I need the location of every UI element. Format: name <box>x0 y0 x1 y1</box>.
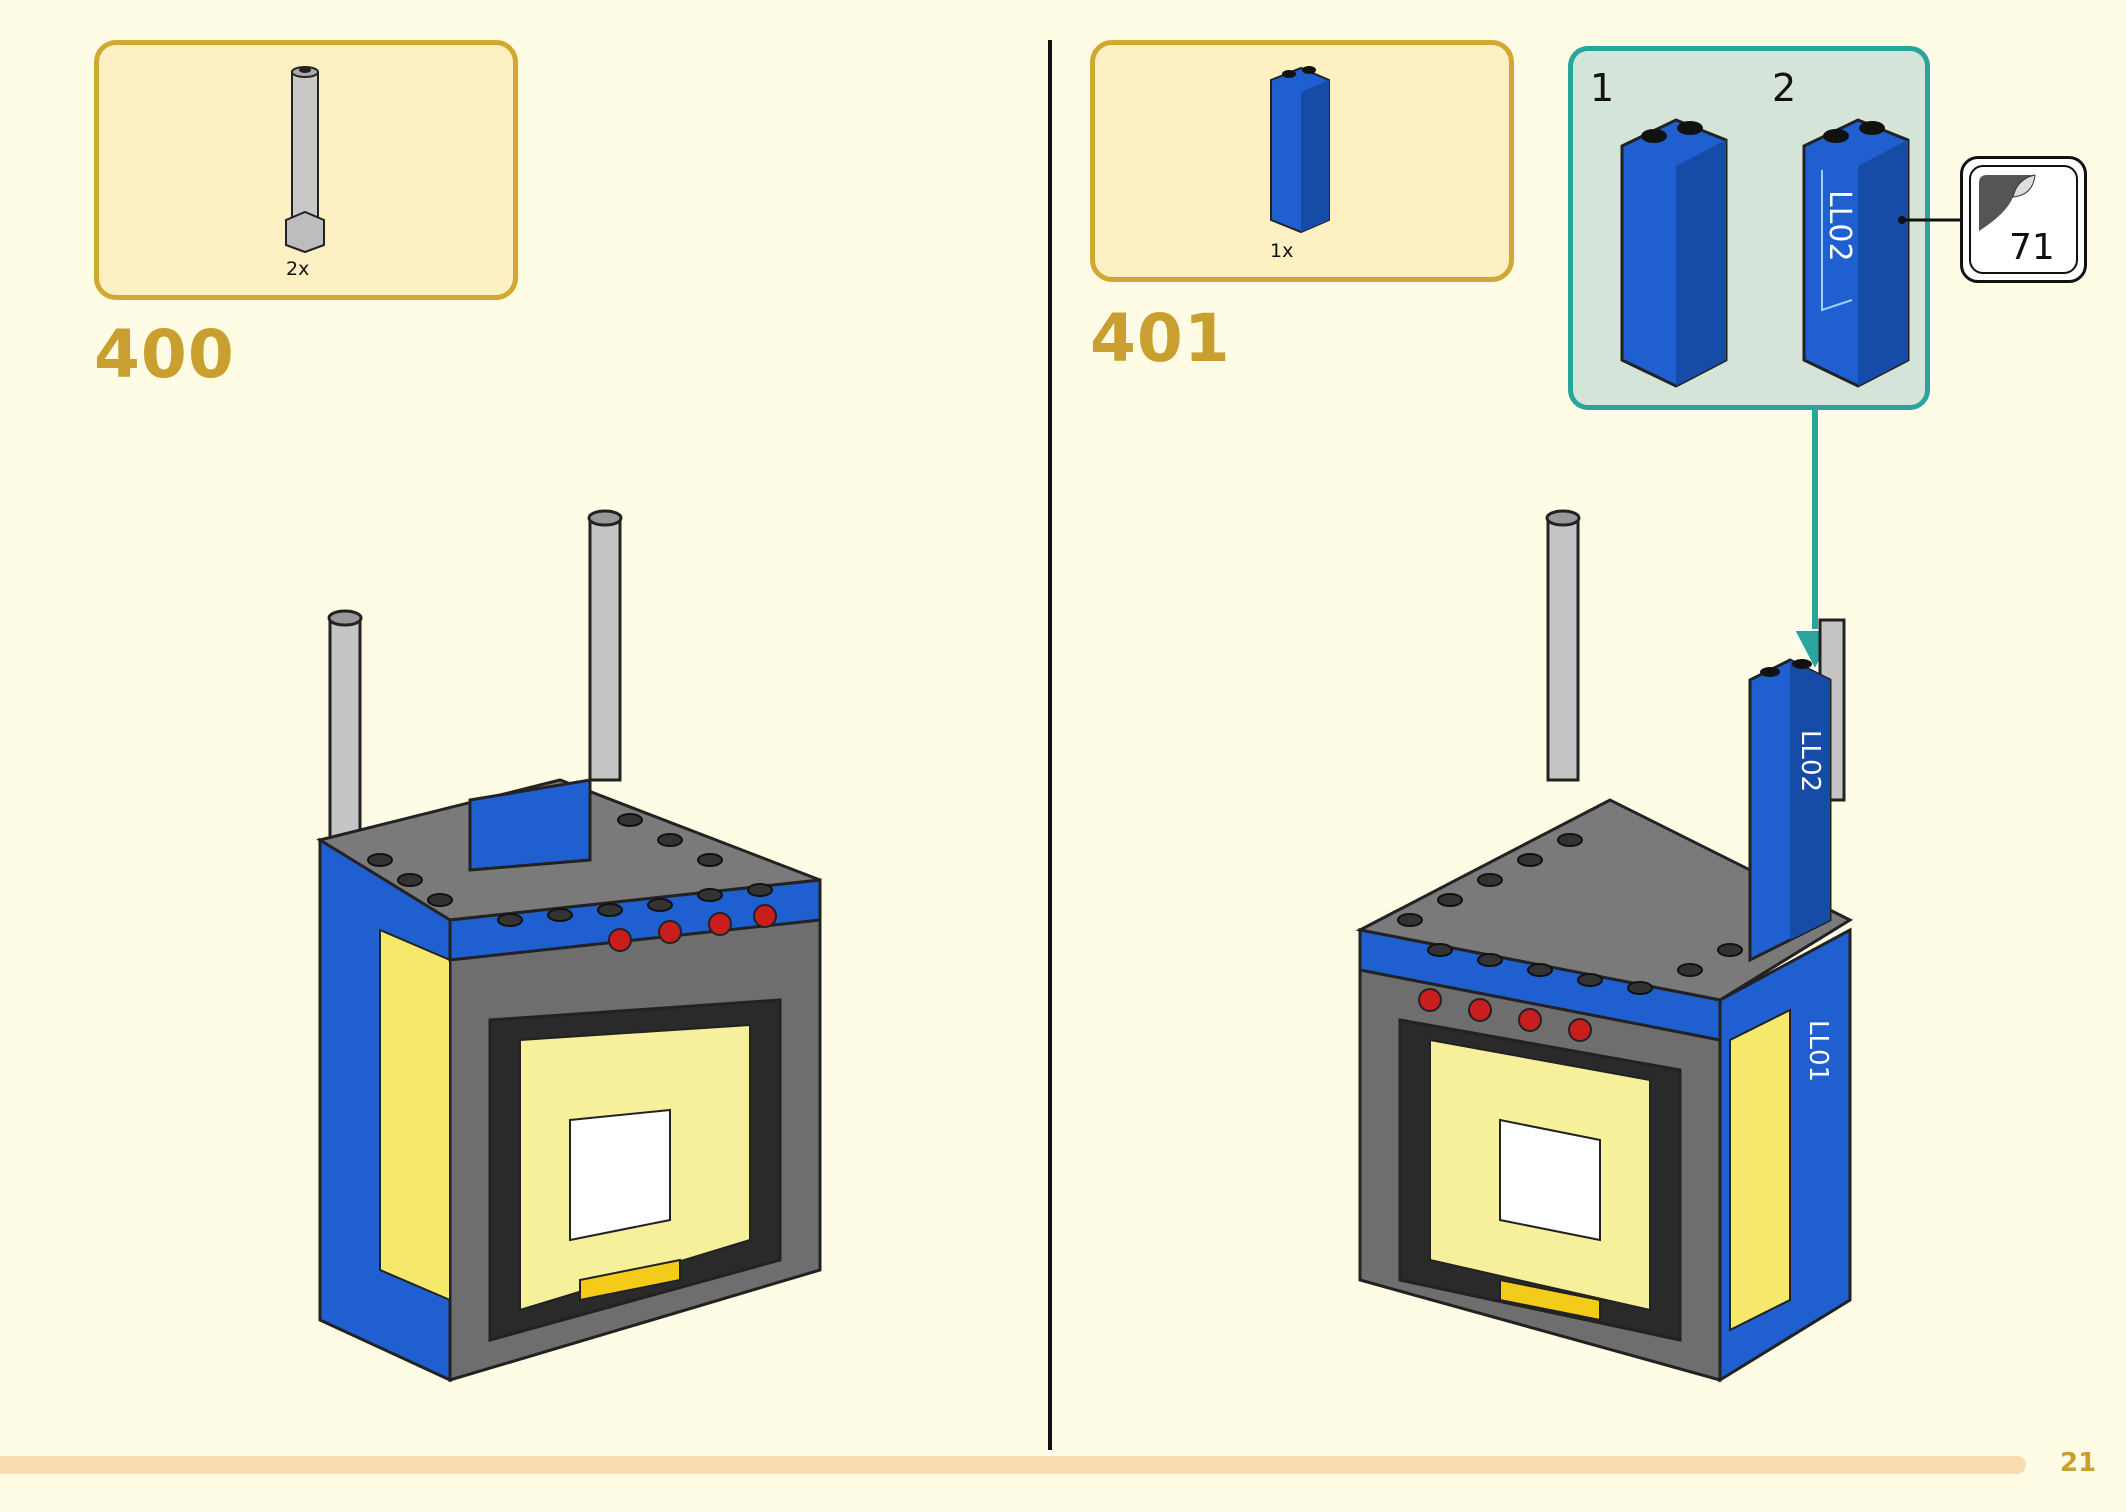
substep-number-2: 2 <box>1772 66 1797 110</box>
model-sticker-LL01: LL01 <box>1803 1020 1833 1082</box>
plain-blue-brick <box>1620 118 1728 388</box>
sticker-reference: 71 <box>1960 156 2087 283</box>
blue-brick-part <box>1270 66 1330 234</box>
sticker-peel-icon <box>1979 174 2036 231</box>
sticker-print-text: LL02 <box>1822 190 1857 262</box>
gray-round-bar-part <box>285 66 325 254</box>
part-quantity: 2x <box>286 258 310 280</box>
model-sticker-LL02: LL02 <box>1795 730 1825 792</box>
substep-number-1: 1 <box>1590 66 1615 110</box>
printed-blue-brick: LL02 <box>1802 118 1910 388</box>
model-assembly-400 <box>316 509 822 1383</box>
model-assembly-401: LL02 LL01 <box>1355 509 1854 1383</box>
sticker-number: 71 <box>2009 227 2055 268</box>
sticker-leader-line <box>1898 216 1962 224</box>
page-number: 21 <box>2060 1448 2097 1478</box>
sticker-frame <box>1969 165 2078 274</box>
step-number: 400 <box>94 316 235 393</box>
step-number: 401 <box>1090 300 1231 377</box>
progress-bar <box>0 1456 2026 1474</box>
page-divider <box>1048 40 1052 1450</box>
part-quantity: 1x <box>1270 240 1294 262</box>
